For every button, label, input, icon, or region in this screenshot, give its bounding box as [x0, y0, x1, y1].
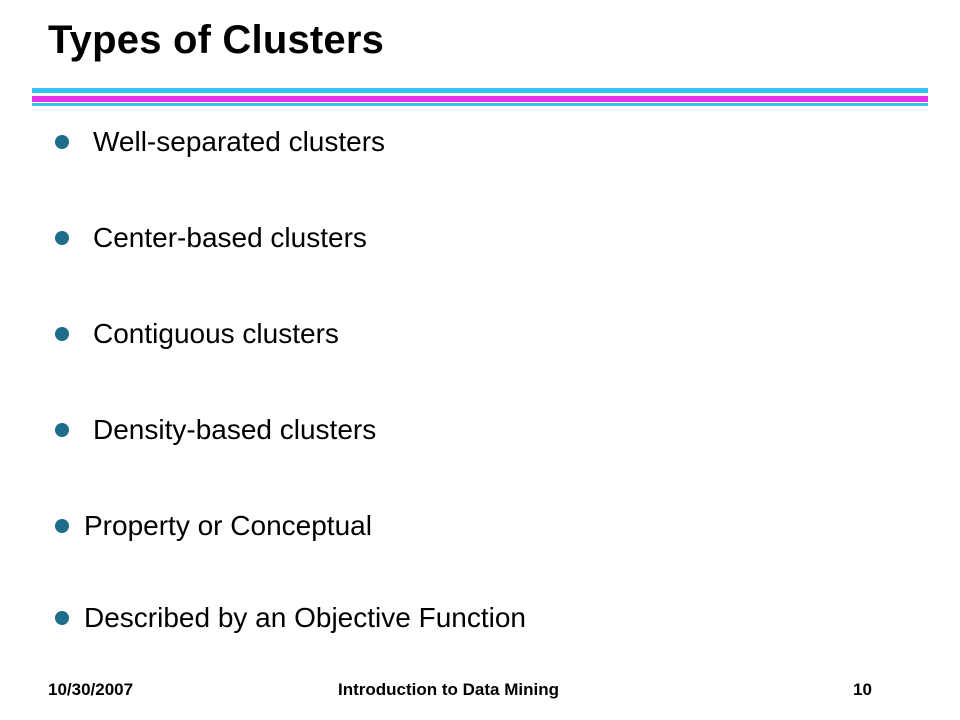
- bullet-dot-icon: [55, 231, 69, 245]
- footer-course-title: Introduction to Data Mining: [338, 680, 559, 699]
- bullet-dot-icon: [55, 611, 69, 625]
- footer-date: 10/30/2007: [48, 680, 134, 699]
- bullet-item: Property or Conceptual: [55, 510, 372, 542]
- bullet-dot-icon: [55, 519, 69, 533]
- title-rule-bottom: [32, 103, 928, 106]
- title-rule-middle: [32, 96, 928, 102]
- bullet-item: Contiguous clusters: [55, 318, 339, 350]
- bullet-text: Well-separated clusters: [93, 126, 386, 157]
- bullet-dot-icon: [55, 135, 69, 149]
- bullet-item: Center-based clusters: [55, 222, 367, 254]
- bullet-dot-icon: [55, 327, 69, 341]
- bullet-text: Center-based clusters: [93, 222, 367, 253]
- title-rule-top: [32, 88, 928, 93]
- bullet-dot-icon: [55, 423, 69, 437]
- bullet-text: Described by an Objective Function: [84, 602, 526, 633]
- bullet-text: Property or Conceptual: [84, 510, 372, 541]
- bullet-text: Contiguous clusters: [93, 318, 339, 349]
- bullet-item: Well-separated clusters: [55, 126, 385, 158]
- bullet-item: Density-based clusters: [55, 414, 376, 446]
- footer-page-number: 10: [853, 680, 872, 699]
- slide-title: Types of Clusters: [48, 18, 385, 62]
- bullet-text: Density-based clusters: [93, 414, 377, 445]
- bullet-item: Described by an Objective Function: [55, 602, 526, 634]
